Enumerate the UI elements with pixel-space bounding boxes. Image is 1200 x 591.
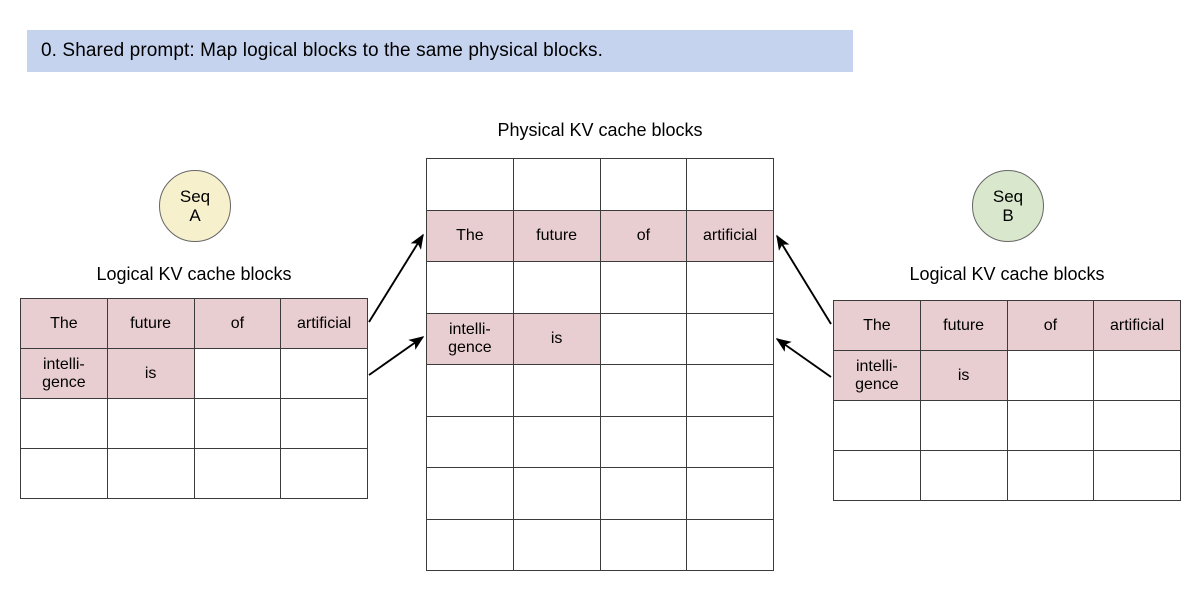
kv-block-cell-empty bbox=[1093, 400, 1181, 451]
kv-block-cell-empty bbox=[20, 448, 108, 499]
kv-block-row bbox=[426, 158, 774, 211]
kv-block-cell-empty bbox=[20, 398, 108, 449]
kv-block-cell-filled: intelli-gence bbox=[426, 312, 514, 365]
arrow-a-row2-to-physical-row4 bbox=[368, 336, 425, 376]
kv-block-cell-empty bbox=[193, 348, 282, 399]
kv-block-row bbox=[426, 364, 774, 417]
kv-block-cell-empty bbox=[599, 364, 688, 417]
kv-block-cell-empty bbox=[426, 467, 514, 520]
kv-block-row bbox=[426, 467, 774, 520]
kv-block-cell-filled: The bbox=[426, 209, 514, 262]
arrow-b-row2-to-physical-row4 bbox=[775, 338, 832, 378]
kv-block-cell-empty bbox=[426, 518, 514, 571]
kv-block-row bbox=[426, 415, 774, 468]
kv-block-cell-empty bbox=[280, 398, 368, 449]
seq-b-badge: Seq B bbox=[972, 170, 1044, 242]
kv-block-cell-empty bbox=[1006, 350, 1095, 401]
kv-block-cell-filled: intelli-gence bbox=[833, 350, 921, 401]
kv-block-cell-filled: of bbox=[193, 298, 282, 349]
kv-block-cell-empty bbox=[599, 158, 688, 211]
kv-block-cell-empty bbox=[919, 450, 1008, 501]
kv-block-cell-empty bbox=[512, 158, 601, 211]
prompt-banner-text: 0. Shared prompt: Map logical blocks to … bbox=[41, 40, 603, 61]
kv-block-cell-empty bbox=[426, 415, 514, 468]
kv-block-cell-empty bbox=[106, 398, 195, 449]
kv-block-cell-empty bbox=[1006, 400, 1095, 451]
kv-block-cell-filled: is bbox=[512, 312, 601, 365]
kv-block-row bbox=[20, 398, 368, 449]
prompt-banner: 0. Shared prompt: Map logical blocks to … bbox=[27, 30, 853, 72]
kv-block-cell-filled: future bbox=[512, 209, 601, 262]
kv-block-cell-empty bbox=[599, 415, 688, 468]
kv-block-cell-empty bbox=[686, 467, 774, 520]
seq-b-label-line2: B bbox=[1002, 206, 1014, 225]
kv-block-cell-empty bbox=[512, 364, 601, 417]
logical-b-caption: Logical KV cache blocks bbox=[909, 264, 1105, 284]
arrow-b-row1-to-physical-row2 bbox=[776, 234, 832, 325]
kv-block-cell-empty bbox=[512, 467, 601, 520]
kv-block-cell-empty bbox=[512, 415, 601, 468]
kv-block-cell-empty bbox=[833, 400, 921, 451]
kv-block-row bbox=[833, 450, 1181, 501]
kv-block-cell-filled: The bbox=[20, 298, 108, 349]
kv-block-cell-filled: future bbox=[106, 298, 195, 349]
kv-block-cell-filled: of bbox=[1006, 300, 1095, 351]
kv-block-cell-empty bbox=[512, 261, 601, 314]
kv-block-cell-empty bbox=[833, 450, 921, 501]
kv-block-cell-empty bbox=[280, 448, 368, 499]
kv-block-cell-filled: is bbox=[106, 348, 195, 399]
kv-block-cell-empty bbox=[1093, 350, 1181, 401]
seq-a-badge: Seq A bbox=[159, 170, 231, 242]
kv-block-cell-filled: intelli-gence bbox=[20, 348, 108, 399]
kv-block-cell-empty bbox=[686, 261, 774, 314]
kv-block-row bbox=[20, 448, 368, 499]
kv-block-row bbox=[426, 518, 774, 571]
kv-block-cell-filled: artificial bbox=[280, 298, 368, 349]
kv-block-cell-filled: of bbox=[599, 209, 688, 262]
kv-block-cell-empty bbox=[599, 518, 688, 571]
kv-block-cell-empty bbox=[1006, 450, 1095, 501]
kv-block-cell-filled: artificial bbox=[686, 209, 774, 262]
kv-block-cell-empty bbox=[686, 312, 774, 365]
arrow-a-row1-to-physical-row2 bbox=[368, 233, 424, 323]
kv-block-cell-empty bbox=[686, 518, 774, 571]
kv-block-row bbox=[426, 261, 774, 314]
kv-block-cell-filled: artificial bbox=[1093, 300, 1181, 351]
kv-block-cell-filled: The bbox=[833, 300, 921, 351]
kv-block-cell-empty bbox=[426, 364, 514, 417]
kv-block-cell-empty bbox=[106, 448, 195, 499]
kv-block-cell-empty bbox=[426, 261, 514, 314]
kv-block-cell-empty bbox=[1093, 450, 1181, 501]
seq-a-label-line2: A bbox=[189, 206, 201, 225]
kv-block-row bbox=[833, 400, 1181, 451]
kv-block-cell-empty bbox=[599, 467, 688, 520]
kv-block-cell-empty bbox=[686, 364, 774, 417]
kv-block-cell-empty bbox=[426, 158, 514, 211]
kv-block-cell-empty bbox=[193, 398, 282, 449]
kv-block-cell-filled: future bbox=[919, 300, 1008, 351]
physical-caption: Physical KV cache blocks bbox=[497, 120, 703, 140]
kv-block-cell-empty bbox=[919, 400, 1008, 451]
logical-a-caption: Logical KV cache blocks bbox=[96, 264, 292, 284]
seq-a-label-line1: Seq bbox=[179, 186, 211, 206]
kv-block-cell-empty bbox=[599, 312, 688, 365]
kv-block-cell-empty bbox=[686, 158, 774, 211]
kv-block-cell-empty bbox=[193, 448, 282, 499]
kv-block-cell-empty bbox=[686, 415, 774, 468]
kv-block-cell-empty bbox=[280, 348, 368, 399]
kv-block-cell-empty bbox=[599, 261, 688, 314]
kv-block-cell-filled: is bbox=[919, 350, 1008, 401]
kv-block-cell-empty bbox=[512, 518, 601, 571]
seq-b-label-line1: Seq bbox=[992, 186, 1024, 206]
